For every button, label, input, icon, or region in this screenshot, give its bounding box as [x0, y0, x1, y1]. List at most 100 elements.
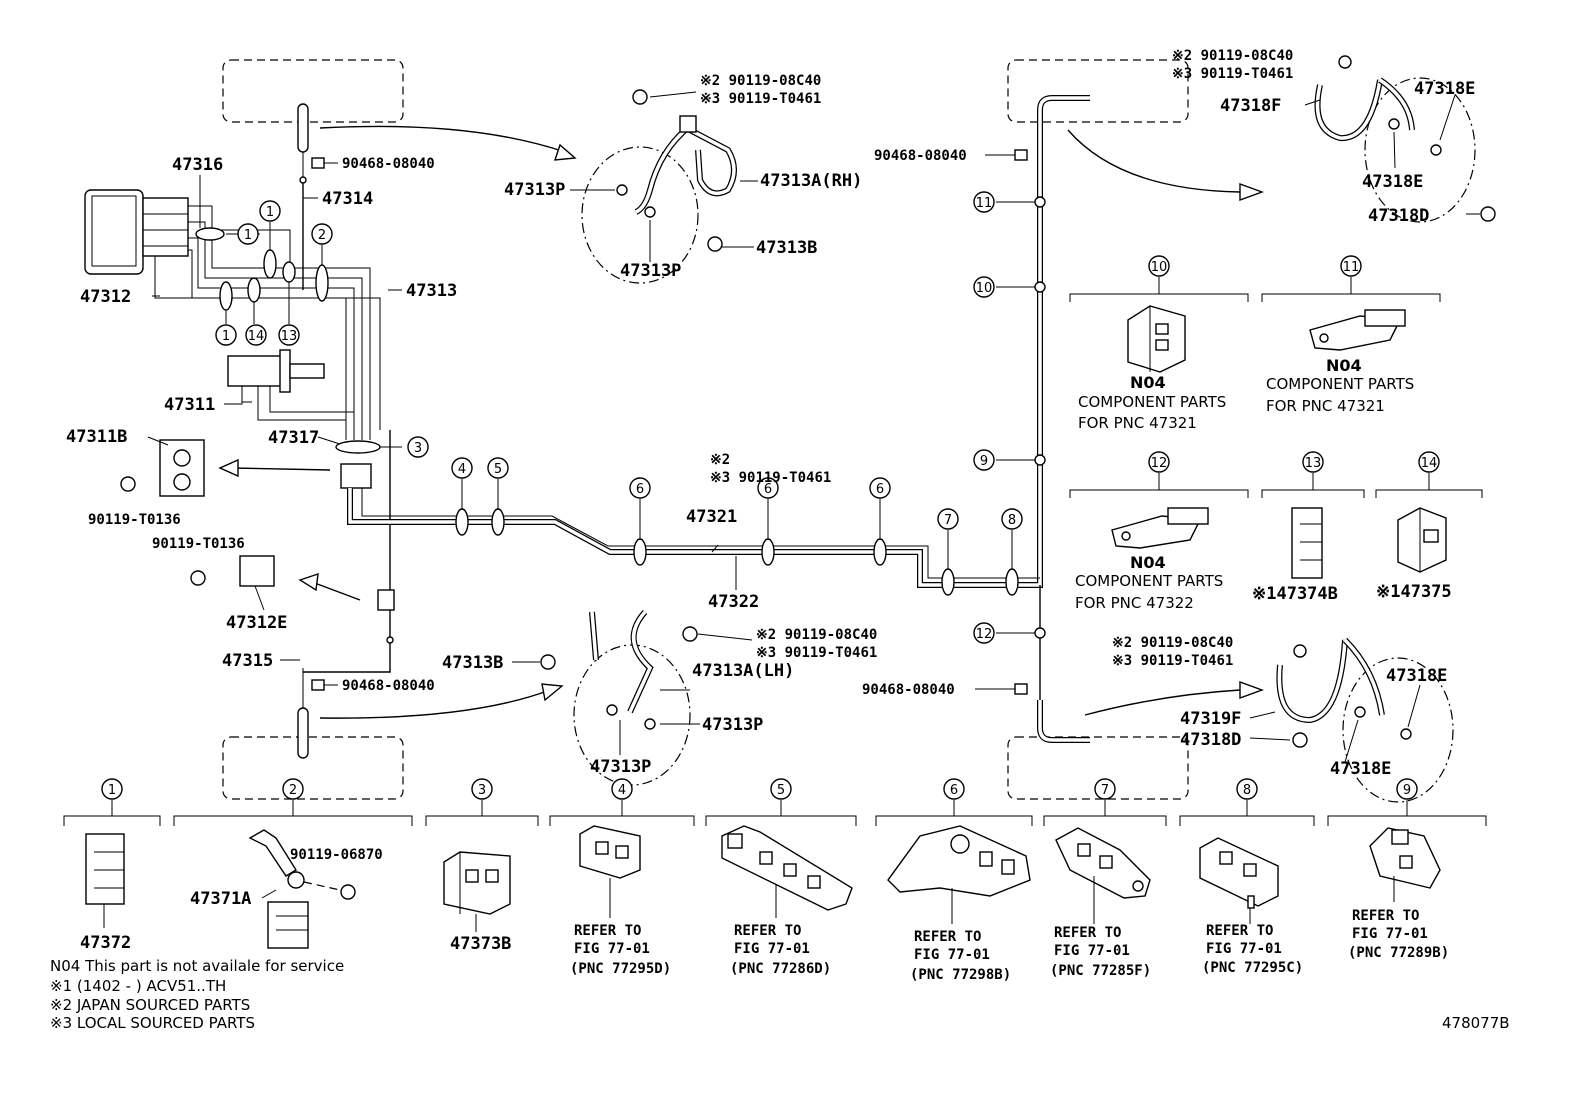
label-47322: 47322 — [708, 592, 759, 612]
callout-4-detail: 4 — [618, 783, 626, 798]
refer-6-a: REFER TO — [914, 929, 981, 945]
label-47318e-2: 47318E — [1362, 172, 1423, 192]
label-47313b-top: 47313B — [756, 238, 817, 258]
front-right-wheel-outline — [1007, 59, 1189, 123]
label-47319f: 47319F — [1180, 709, 1241, 729]
note-bot-mid-2: ※3 90119-T0461 — [756, 645, 877, 661]
front-right-pipe — [1037, 95, 1090, 130]
label-47313p-4: 47313P — [590, 757, 651, 777]
refer-8-b: FIG 77-01 — [1206, 941, 1282, 957]
arrows — [218, 125, 1265, 719]
clip-11-drawing — [1309, 309, 1406, 351]
abs-actuator — [84, 189, 189, 275]
callout-5-detail: 5 — [777, 783, 785, 798]
hose-47313a-rh — [616, 89, 737, 252]
clip-13-drawing — [1291, 507, 1323, 579]
label-47313b-bottom: 47313B — [442, 653, 503, 673]
detail-brackets-lower — [63, 778, 1487, 826]
refer-5-c: (PNC 77286D) — [730, 961, 831, 977]
clip-2-drawing — [248, 829, 356, 949]
clip-12-drawing — [1111, 507, 1209, 549]
label-47313p-3: 47313P — [702, 715, 763, 735]
callout-13-detail: 13 — [1305, 456, 1322, 471]
callouts-main — [215, 191, 1035, 644]
callout-14-detail: 14 — [1421, 456, 1438, 471]
hose-group-rear-right — [1342, 657, 1454, 803]
refer-4-b: FIG 77-01 — [574, 941, 650, 957]
label-47312: 47312 — [80, 287, 131, 307]
callout-1-b: 1 — [266, 205, 274, 220]
n04-line2-10: FOR PNC 47321 — [1078, 414, 1197, 432]
refer-9-c: (PNC 77289B) — [1348, 945, 1449, 961]
label-47318d-2: 47318D — [1180, 730, 1241, 750]
front-left-line — [297, 103, 309, 290]
note-bot-mid-1: ※2 90119-08C40 — [756, 627, 877, 643]
cap-symbols — [311, 149, 1028, 695]
clamp-oval-1a — [263, 249, 277, 279]
hose-group-front-left — [581, 146, 699, 284]
label-47313: 47313 — [406, 281, 457, 301]
footnote-3: ※3 LOCAL SOURCED PARTS — [50, 1014, 255, 1032]
footnote-n04: N04 This part is not availale for servic… — [50, 957, 344, 975]
refer-7-a: REFER TO — [1054, 925, 1121, 941]
callout-9-a: 9 — [980, 454, 988, 469]
n04-line1-12: COMPONENT PARTS — [1075, 572, 1223, 590]
clip-47311b — [120, 439, 205, 497]
note-bot-right-1: ※2 90119-08C40 — [1112, 635, 1233, 651]
refer-4-a: REFER TO — [574, 923, 641, 939]
callout-8-a: 8 — [1008, 513, 1016, 528]
label-47373b: 47373B — [450, 934, 511, 954]
refer-9-b: FIG 77-01 — [1352, 926, 1428, 942]
main-line-clamps — [455, 196, 1046, 639]
label-47317: 47317 — [268, 428, 319, 448]
callout-11-a: 11 — [976, 196, 993, 211]
label-47318e-3: 47318E — [1386, 666, 1447, 686]
clip-10-drawing — [1127, 305, 1186, 373]
label-47314: 47314 — [322, 189, 373, 209]
callout-6-a: 6 — [636, 482, 644, 497]
label-47318e-4: 47318E — [1330, 759, 1391, 779]
callout-6-detail: 6 — [950, 783, 958, 798]
refer-6-b: FIG 77-01 — [914, 947, 990, 963]
label-47318d-1: 47318D — [1368, 206, 1429, 226]
hose-47313a-lh — [540, 610, 698, 730]
refer-7-b: FIG 77-01 — [1054, 943, 1130, 959]
note-top-right-1: ※2 90119-08C40 — [1172, 48, 1293, 64]
callout-13-a: 13 — [281, 329, 298, 344]
n04-line1-11: COMPONENT PARTS — [1266, 375, 1414, 393]
label-47313a-lh: 47313A(LH) — [692, 661, 794, 681]
callout-7-detail: 7 — [1101, 783, 1109, 798]
label-47372: 47372 — [80, 933, 131, 953]
callout-1-c: 1 — [222, 329, 230, 344]
callout-8-detail: 8 — [1243, 783, 1251, 798]
clip-14-drawing — [1397, 507, 1447, 573]
master-cylinder — [227, 349, 354, 421]
n04-code-12: N04 — [1130, 553, 1166, 572]
clamp-oval-1b — [219, 281, 233, 311]
label-90468-top-right: 90468-08040 — [874, 148, 967, 164]
rear-right-pipe — [1037, 700, 1090, 743]
callout-6-b: 6 — [764, 482, 772, 497]
clip-4-drawing — [579, 825, 641, 918]
n04-code-11: N04 — [1326, 356, 1362, 375]
label-47311b: 47311B — [66, 427, 127, 447]
main-lines — [347, 120, 1043, 712]
clip-1-drawing — [85, 833, 125, 928]
refer-5-a: REFER TO — [734, 923, 801, 939]
footnote-1: ※1 (1402 - ) ACV51..TH — [50, 977, 226, 995]
label-47312e: 47312E — [226, 613, 287, 633]
callout-5-a: 5 — [494, 462, 502, 477]
label-47311: 47311 — [164, 395, 215, 415]
label-90119-06870: 90119-06870 — [290, 847, 383, 863]
label-47313p-1: 47313P — [504, 180, 565, 200]
callout-6-c: 6 — [876, 482, 884, 497]
callout-3-a: 3 — [414, 441, 422, 456]
callout-2-a: 2 — [318, 228, 326, 243]
n04-line2-12: FOR PNC 47322 — [1075, 594, 1194, 612]
rear-left-wheel-outline — [222, 736, 404, 800]
detail-brackets-upper — [1069, 255, 1483, 498]
callout-10-detail: 10 — [1151, 260, 1168, 275]
label-47313p-2: 47313P — [620, 261, 681, 281]
leader-lines — [147, 94, 1480, 763]
label-47316: 47316 — [172, 155, 223, 175]
